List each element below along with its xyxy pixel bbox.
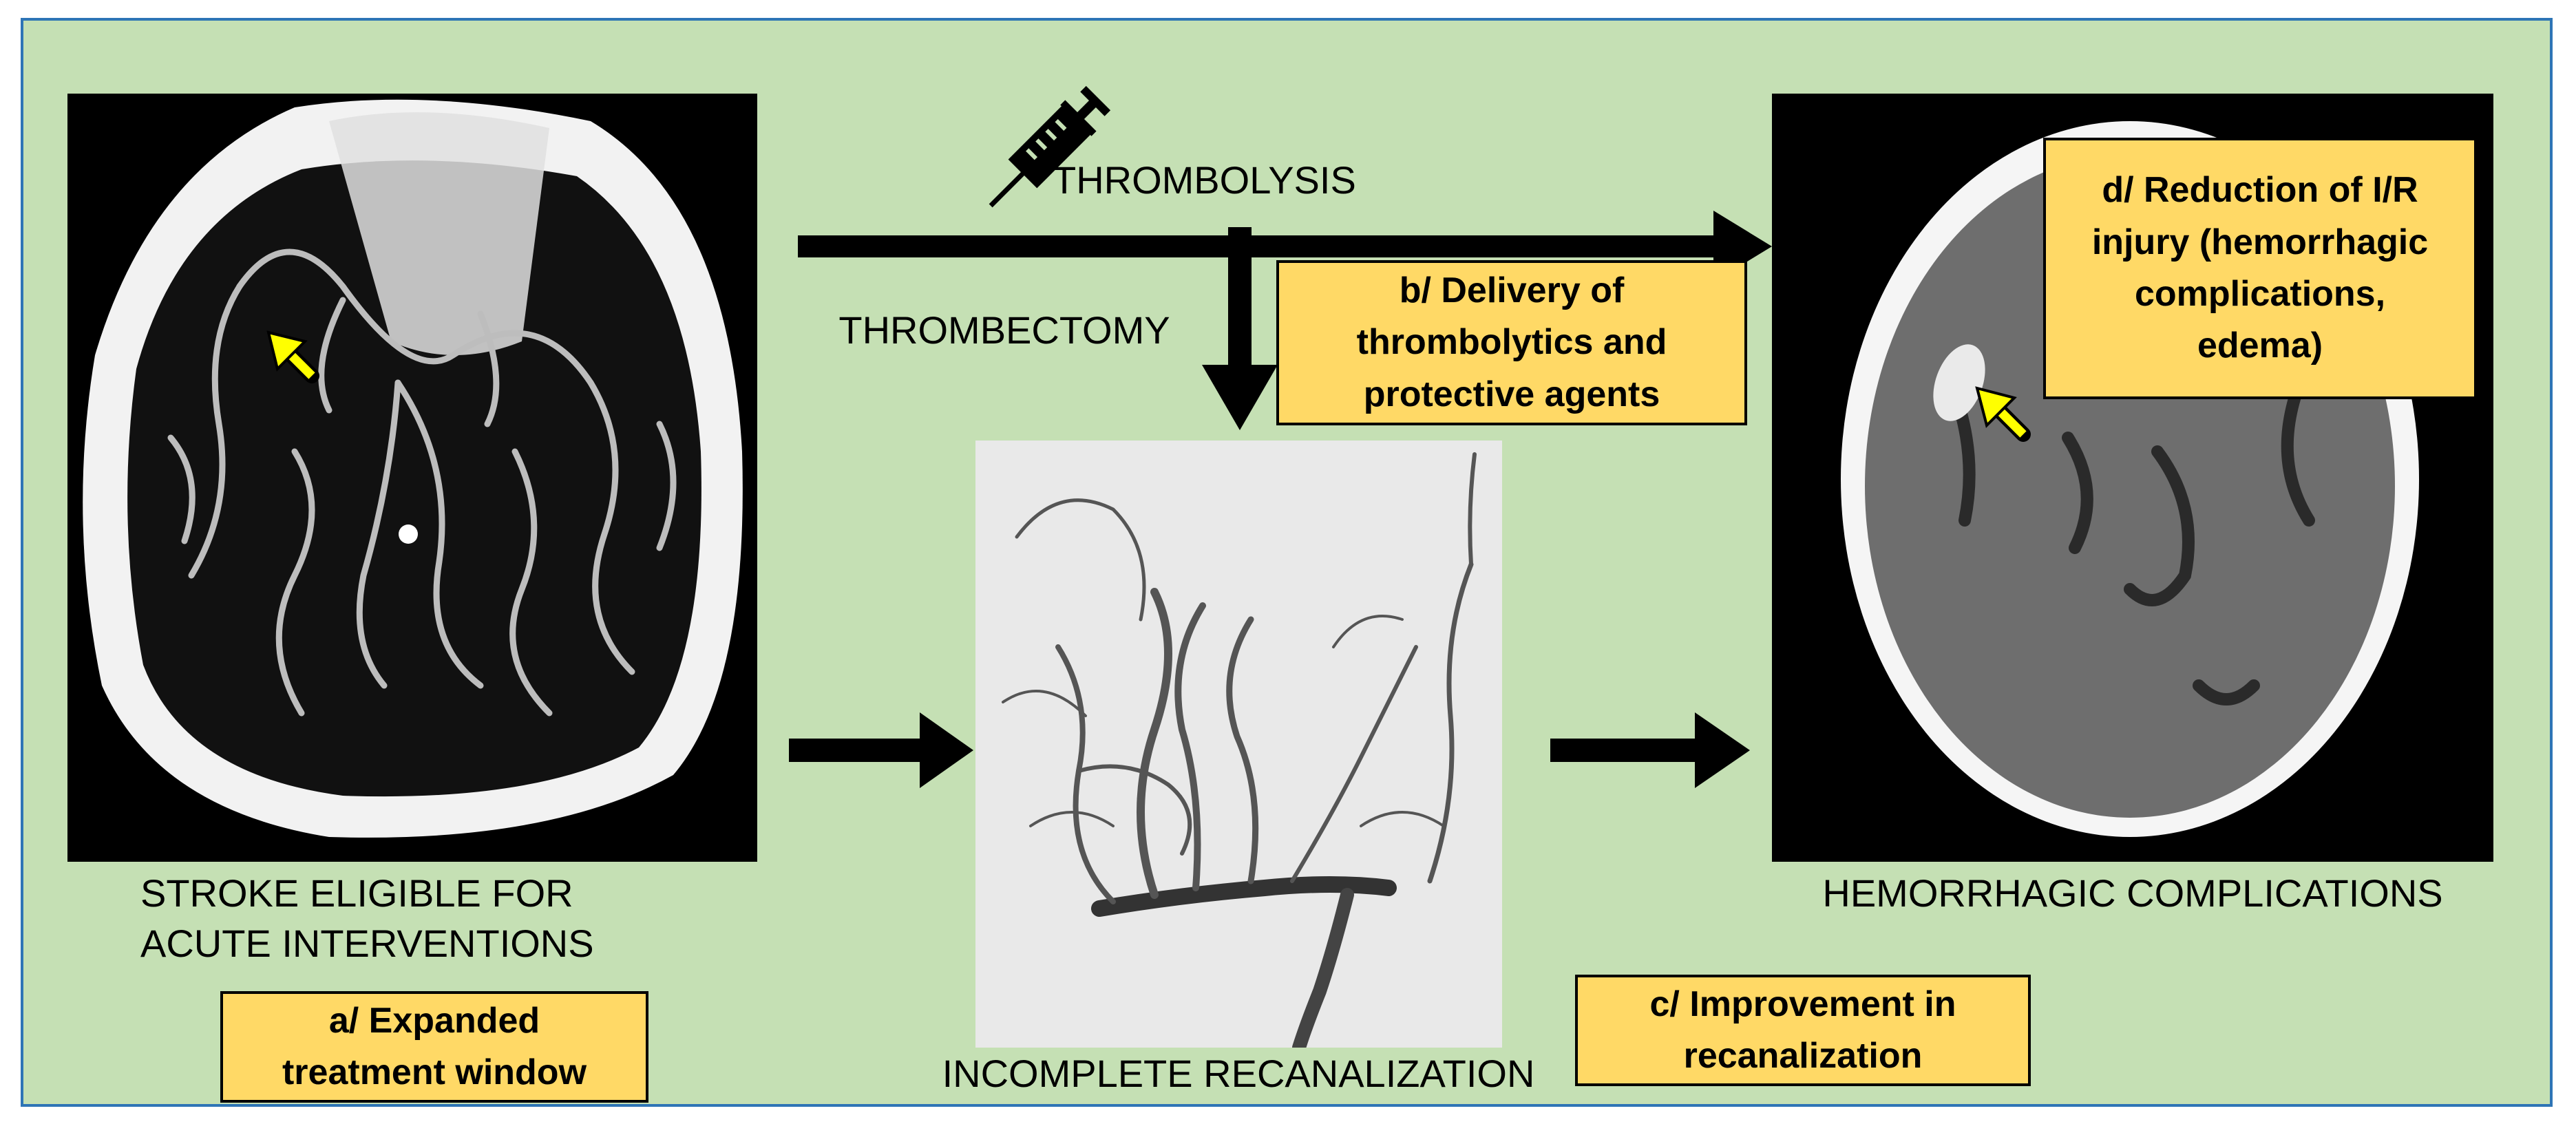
arrow-stroke-to-recanalization: [789, 712, 973, 788]
angiogram-graphic: [975, 441, 1502, 1048]
callout-a: a/ Expanded treatment window: [220, 991, 648, 1103]
callout-a-line1: a/ Expanded: [328, 1000, 540, 1041]
figure-panel: THROMBOLYSIS THROMBECTOMY STROKE ELIGIBL…: [21, 18, 2553, 1107]
incomplete-recanalization-label: INCOMPLETE RECANALIZATION: [942, 1052, 1535, 1095]
callout-d-line4: edema): [2197, 326, 2323, 366]
callout-d-line1: d/ Reduction of I/R: [2102, 170, 2418, 211]
callout-c-line2: recanalization: [1683, 1036, 1923, 1076]
thrombolysis-label: THROMBOLYSIS: [1053, 158, 1356, 202]
callout-b-line2: thrombolytics and: [1356, 322, 1667, 363]
thrombectomy-arrow: [1202, 227, 1278, 430]
callout-d: d/ Reduction of I/R injury (hemorrhagic …: [2043, 138, 2477, 399]
hemorrhagic-complications-label: HEMORRHAGIC COMPLICATIONS: [1822, 871, 2443, 915]
callout-c: c/ Improvement in recanalization: [1575, 975, 2031, 1086]
pointer-arrow-icon: [266, 330, 319, 383]
stroke-eligible-label: STROKE ELIGIBLE FOR ACUTE INTERVENTIONS: [140, 869, 622, 969]
stroke-eligible-line1: STROKE ELIGIBLE FOR: [140, 871, 573, 915]
syringe-icon: [989, 85, 1111, 208]
callout-b-line1: b/ Delivery of: [1399, 270, 1625, 310]
angiogram-image: [975, 441, 1502, 1048]
arrow-recanalization-to-hemorrhage: [1550, 712, 1750, 788]
thrombectomy-label: THROMBECTOMY: [838, 308, 1170, 352]
callout-a-line2: treatment window: [282, 1052, 587, 1092]
stroke-eligible-line2: ACUTE INTERVENTIONS: [140, 921, 594, 965]
callout-b: b/ Delivery of thrombolytics and protect…: [1276, 260, 1747, 425]
ct-angiography-graphic: [67, 94, 757, 862]
callout-d-line3: complications,: [2134, 274, 2386, 314]
pointer-arrow-icon: [1975, 386, 2031, 442]
ct-angiography-image: [67, 94, 757, 862]
callout-d-line2: injury (hemorrhagic: [2091, 222, 2429, 262]
callout-b-line3: protective agents: [1363, 374, 1660, 414]
callout-c-line1: c/ Improvement in: [1649, 984, 1956, 1024]
